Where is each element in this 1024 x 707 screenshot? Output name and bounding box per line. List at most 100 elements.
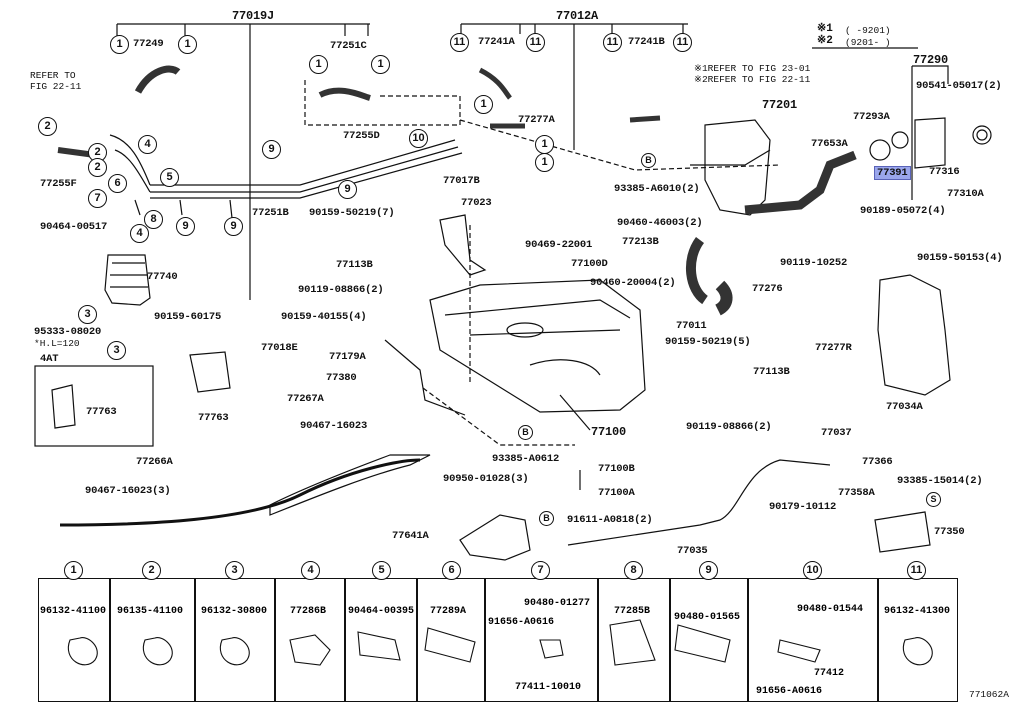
legend-part: 77411-10010 [515, 682, 582, 693]
legend-part: 96132-41300 [884, 606, 951, 617]
callout-77763: 77763 [198, 412, 229, 424]
callout-77100D: 77100D [571, 258, 608, 270]
hose-77276 [714, 280, 733, 316]
callout-77277A: 77277A [518, 114, 555, 126]
callout-77100B: 77100B [598, 463, 635, 475]
legend-part: 91656-A0616 [756, 686, 823, 697]
callout-77276: 77276 [752, 283, 783, 295]
hose-77249 [134, 65, 181, 94]
callout-4AT: 4AT [40, 353, 59, 365]
dashed-group-77251C [304, 80, 461, 126]
canister-77763 [189, 351, 231, 393]
legend-part: 96135-41100 [117, 606, 184, 617]
mark-B: B [539, 511, 554, 526]
mark-3: 3 [107, 341, 126, 360]
legend-num-2: 2 [142, 561, 161, 580]
callout-90179: 90179-10112 [769, 501, 837, 513]
callout-77391-highlighted[interactable]: 77391 [874, 166, 911, 180]
callout-90469: 90469-22001 [525, 239, 593, 251]
callout-90541: 90541-05017(2) [916, 80, 1002, 92]
callout-77380: 77380 [326, 372, 357, 384]
callout-77179A: 77179A [329, 351, 366, 363]
mark-2: 2 [88, 143, 107, 162]
callout-90464-00517: 90464-00517 [40, 221, 108, 233]
mark-4: 4 [138, 135, 157, 154]
callout-95333: 95333-08020 [34, 326, 102, 338]
tank-port [506, 322, 544, 338]
legend-num-8: 8 [624, 561, 643, 580]
callout-77019J: 77019J [232, 9, 275, 23]
callout-77763-4AT: 77763 [86, 406, 117, 418]
callout-77316: 77316 [929, 166, 960, 178]
note-star2: ※2REFER TO FIG 22-11 [694, 74, 811, 85]
band-77267A [269, 454, 431, 516]
canister-4AT [51, 384, 76, 429]
callout-77266A: 77266A [136, 456, 173, 468]
mark-1: 1 [535, 135, 554, 154]
key-2-range: (9201- ) [845, 37, 891, 48]
legend-num-3: 3 [225, 561, 244, 580]
legend-cell-3 [195, 578, 275, 702]
callout-77213B: 77213B [622, 236, 659, 248]
band-77266A [59, 458, 421, 527]
fuel-lines-front [109, 134, 151, 193]
dashed-77018E [422, 387, 575, 446]
mark-1: 1 [535, 153, 554, 172]
legend-part: 90480-01565 [674, 612, 741, 623]
sender-77017B [439, 214, 487, 276]
mark-1: 1 [309, 55, 328, 74]
callout-77023: 77023 [461, 197, 492, 209]
mark-11: 11 [526, 33, 545, 52]
legend-part: 91656-A0616 [488, 617, 555, 628]
legend-part: 90464-00395 [348, 606, 415, 617]
cap-77310A [972, 125, 992, 145]
callout-77366: 77366 [862, 456, 893, 468]
legend-part: 96132-30800 [201, 606, 268, 617]
line-77018E [384, 339, 466, 416]
note-refer-fig: FIG 22-11 [30, 81, 82, 92]
protector-77277R [877, 274, 951, 396]
mark-2: 2 [38, 117, 57, 136]
callout-77740: 77740 [147, 271, 178, 283]
legend-cell-8 [598, 578, 670, 702]
mark-1: 1 [371, 55, 390, 74]
legend-part: 77285B [614, 606, 651, 617]
hose-77251C [318, 87, 371, 101]
key-1-range: ( -9201) [845, 25, 891, 36]
fuel-tank-ribs [444, 299, 631, 376]
filter-77740 [104, 254, 151, 306]
callout-93385-15014: 93385-15014(2) [897, 475, 983, 487]
callout-90159-50219-5: 90159-50219(5) [665, 336, 751, 348]
callout-77255D: 77255D [343, 130, 380, 142]
callout-77241B: 77241B [628, 36, 665, 48]
mark-9: 9 [224, 217, 243, 236]
legend-num-11: 11 [907, 561, 926, 580]
callout-77310A: 77310A [947, 188, 984, 200]
callout-77201: 77201 [762, 98, 798, 112]
callout-77113B-b: 77113B [753, 366, 790, 378]
legend-part: 90480-01544 [797, 604, 864, 615]
bracket-77641A [459, 514, 531, 561]
lid-77350 [874, 511, 931, 553]
mark-11: 11 [673, 33, 692, 52]
callout-77037: 77037 [821, 427, 852, 439]
mark-9: 9 [176, 217, 195, 236]
callout-77653A: 77653A [811, 138, 848, 150]
mark-10: 10 [409, 129, 428, 148]
callout-77113B-a: 77113B [336, 259, 373, 271]
legend-num-6: 6 [442, 561, 461, 580]
callout-77251C: 77251C [330, 40, 367, 52]
callout-77358A: 77358A [838, 487, 875, 499]
hose-77241B [629, 115, 661, 123]
leader-77019J [116, 23, 370, 300]
callout-77011: 77011 [676, 320, 707, 332]
callout-90119-08866-a: 90119-08866(2) [298, 284, 384, 296]
callout-90467-16023: 90467-16023 [300, 420, 368, 432]
note-hl-120: *H.L=120 [34, 338, 80, 349]
leaders-tank [559, 394, 591, 490]
legend-cell-1 [38, 578, 110, 702]
legend-cell-5 [345, 578, 417, 702]
callout-90159-60175: 90159-60175 [154, 311, 222, 323]
dashed-group-77012A [459, 119, 781, 171]
leaders-clamps [134, 199, 233, 219]
